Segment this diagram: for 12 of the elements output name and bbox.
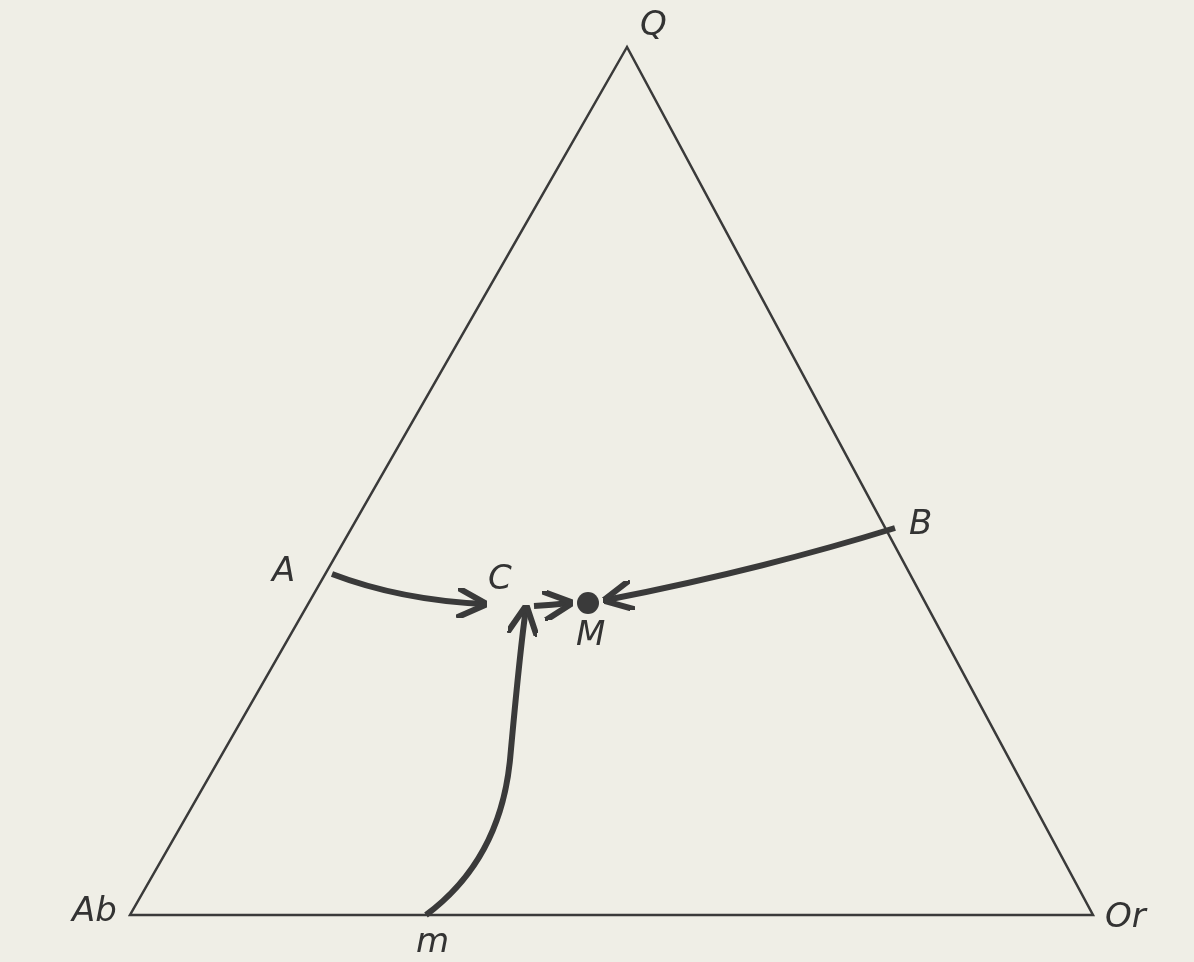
arrow (600, 525, 896, 613)
point-label: A (272, 552, 296, 586)
arrow (533, 588, 576, 624)
point-label: B (909, 505, 933, 539)
arrow (424, 602, 541, 918)
point-label: M (576, 616, 606, 650)
vertex-label: Ab (72, 892, 117, 926)
vertex-label: Q (640, 6, 667, 40)
point-label: C (488, 560, 512, 594)
vertex-label: Or (1105, 898, 1146, 932)
arrow (330, 571, 490, 621)
point-label: m (416, 923, 450, 957)
